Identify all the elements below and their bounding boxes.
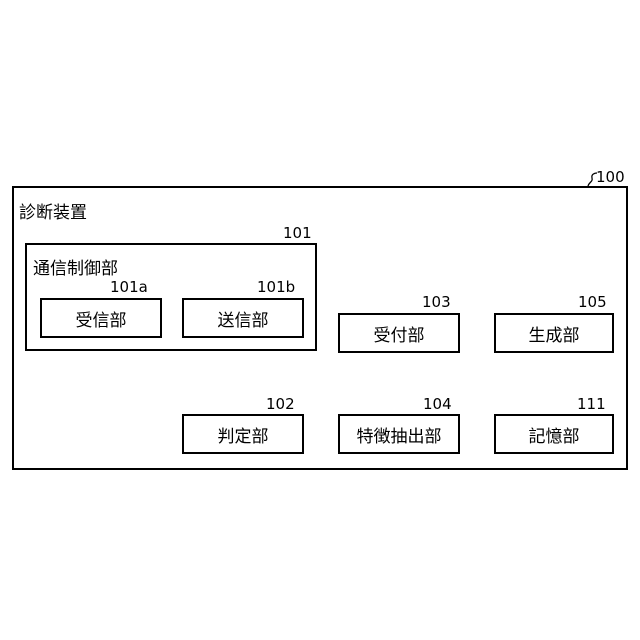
receiver-label: 受信部 [42,300,160,336]
transmitter-box: 送信部 [182,298,304,338]
ref-102: 102 [266,395,295,413]
storage-label: 記憶部 [496,416,612,452]
ref-100: 100 [596,168,625,186]
judgment-box: 判定部 [182,414,304,454]
ref-103: 103 [422,293,451,311]
ref-105: 105 [578,293,607,311]
feature-extraction-label: 特徴抽出部 [340,416,458,452]
judgment-label: 判定部 [184,416,302,452]
generation-label: 生成部 [496,315,612,351]
ref-101a: 101a [110,278,148,296]
ref-101: 101 [283,224,312,242]
diagnosis-device-label: 診断装置 [19,198,87,223]
storage-box: 記憶部 [494,414,614,454]
acceptance-box: 受付部 [338,313,460,353]
generation-box: 生成部 [494,313,614,353]
ref-101b: 101b [257,278,295,296]
ref-111: 111 [577,395,606,413]
ref-104: 104 [423,395,452,413]
receiver-box: 受信部 [40,298,162,338]
acceptance-label: 受付部 [340,315,458,351]
transmitter-label: 送信部 [184,300,302,336]
comm-control-label: 通信制御部 [33,254,118,279]
feature-extraction-box: 特徴抽出部 [338,414,460,454]
